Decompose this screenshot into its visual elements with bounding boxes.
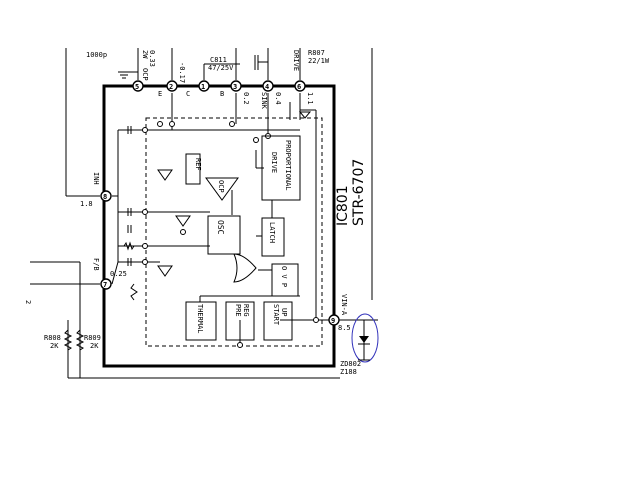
pin-4: [262, 80, 274, 92]
ref-block: [185, 153, 201, 185]
pin-b-label: B: [220, 90, 224, 98]
up-label: UP: [280, 308, 288, 316]
pin-2: [166, 80, 178, 92]
start-up-block: [263, 301, 293, 341]
zd802-diode: [359, 336, 369, 343]
pre-reg-block: [225, 301, 255, 341]
start-label: START: [272, 304, 280, 326]
junction: [142, 127, 148, 133]
pin-9-number: 9: [331, 317, 335, 325]
pin-c-label: C: [186, 90, 190, 98]
v-02-label: 0.2: [242, 92, 250, 105]
zd802-label: ZD802: [340, 360, 361, 368]
buffer-mid: [175, 215, 191, 227]
vina-label: VIN-A: [340, 294, 348, 316]
pin-4-number: 4: [265, 83, 269, 91]
buffer-top: [157, 169, 173, 181]
output-transistor-arrow: [298, 111, 312, 119]
ocp-label: OCP: [217, 180, 225, 193]
cap-1000p-label: 1000p: [86, 51, 107, 59]
pin-2-number: 2: [169, 83, 173, 91]
r807-value: 22/1W: [308, 57, 330, 65]
c811-value: 47/25V: [208, 64, 234, 72]
junction: [142, 243, 148, 249]
pin-5-number: 5: [135, 83, 139, 91]
proportional-drive-label: PROPORTIONAL: [284, 140, 292, 191]
pin-1: [198, 80, 210, 92]
junction: [229, 121, 235, 127]
pin-3: [230, 80, 242, 92]
ref-label: REF: [194, 158, 202, 171]
pin-5: [132, 80, 144, 92]
pin-9: [328, 314, 340, 326]
pin-3-number: 3: [233, 83, 237, 91]
pin-6: [294, 80, 306, 92]
r808-label: R808: [44, 334, 61, 342]
pin-7-number: 7: [103, 281, 107, 289]
pre-label: PRE: [234, 304, 242, 317]
r808-value: 2K: [50, 342, 59, 350]
pin-8-number: 8: [103, 193, 107, 201]
v-025-label: 0.25: [110, 270, 127, 278]
junction: [253, 137, 259, 143]
ic-internal-boundary: [145, 117, 323, 347]
junction: [157, 121, 163, 127]
r809-resistor: [75, 329, 85, 351]
v-017-label: -0.17: [178, 62, 186, 83]
drive-label: DRIVE: [270, 152, 278, 173]
buffer-bottom: [157, 265, 173, 277]
osc-label: OSC: [216, 220, 225, 235]
junction: [180, 229, 186, 235]
pin-e-label: E: [158, 90, 162, 98]
thermal-label: THERMAL: [196, 304, 204, 334]
v-85-label: 8.5: [338, 324, 351, 332]
res-int-1: [123, 241, 135, 251]
ic-part-label: STR-6707: [351, 159, 367, 226]
proportional-drive-block: [261, 135, 301, 201]
res-int-2: [130, 283, 138, 301]
osc-block: [207, 215, 241, 255]
bus-pin7: [111, 261, 119, 285]
left-fragment-label: 2: [24, 300, 32, 304]
ocp-comparator: [205, 177, 239, 201]
junction: [237, 342, 243, 348]
r809-value: 2K: [90, 342, 99, 350]
ovp-block: [271, 263, 299, 297]
v-11-label: 1.1: [306, 92, 314, 105]
thermal-block: [185, 301, 217, 341]
z188-label: Z188: [340, 368, 357, 376]
highlight-circle: [351, 313, 379, 363]
junction: [313, 317, 319, 323]
ic-ref-label: IC801: [335, 185, 351, 226]
r808-resistor: [63, 329, 73, 351]
pin-8: [100, 190, 112, 202]
c811-label: C811: [210, 56, 227, 64]
sink-pin-label: SINK: [260, 92, 268, 110]
pin-1-number: 1: [201, 83, 205, 91]
v-18-label: 1.8: [80, 200, 93, 208]
r-033-label: 0.33: [148, 50, 156, 67]
drive-pin-label: DRIVE: [292, 50, 300, 71]
pin-7: [100, 278, 112, 290]
r-2w-label: 2W: [141, 50, 149, 59]
junction: [169, 121, 175, 127]
or-gate: [233, 253, 257, 283]
ic-body: [102, 84, 336, 368]
fb-label: F/B: [92, 258, 100, 271]
ovp-label: O V P: [280, 266, 288, 287]
pin-6-number: 6: [297, 83, 301, 91]
reg-label: REG: [242, 304, 250, 317]
latch-label: LATCH: [268, 222, 276, 243]
junction: [142, 209, 148, 215]
inh-label: INH: [92, 172, 100, 185]
r809-label: R809: [84, 334, 101, 342]
v-04-label: 0.4: [274, 92, 282, 105]
junction: [142, 259, 148, 265]
ocp-pin-label: OCP: [141, 68, 149, 81]
r807-label: R807: [308, 49, 325, 57]
latch-block: [261, 217, 285, 257]
